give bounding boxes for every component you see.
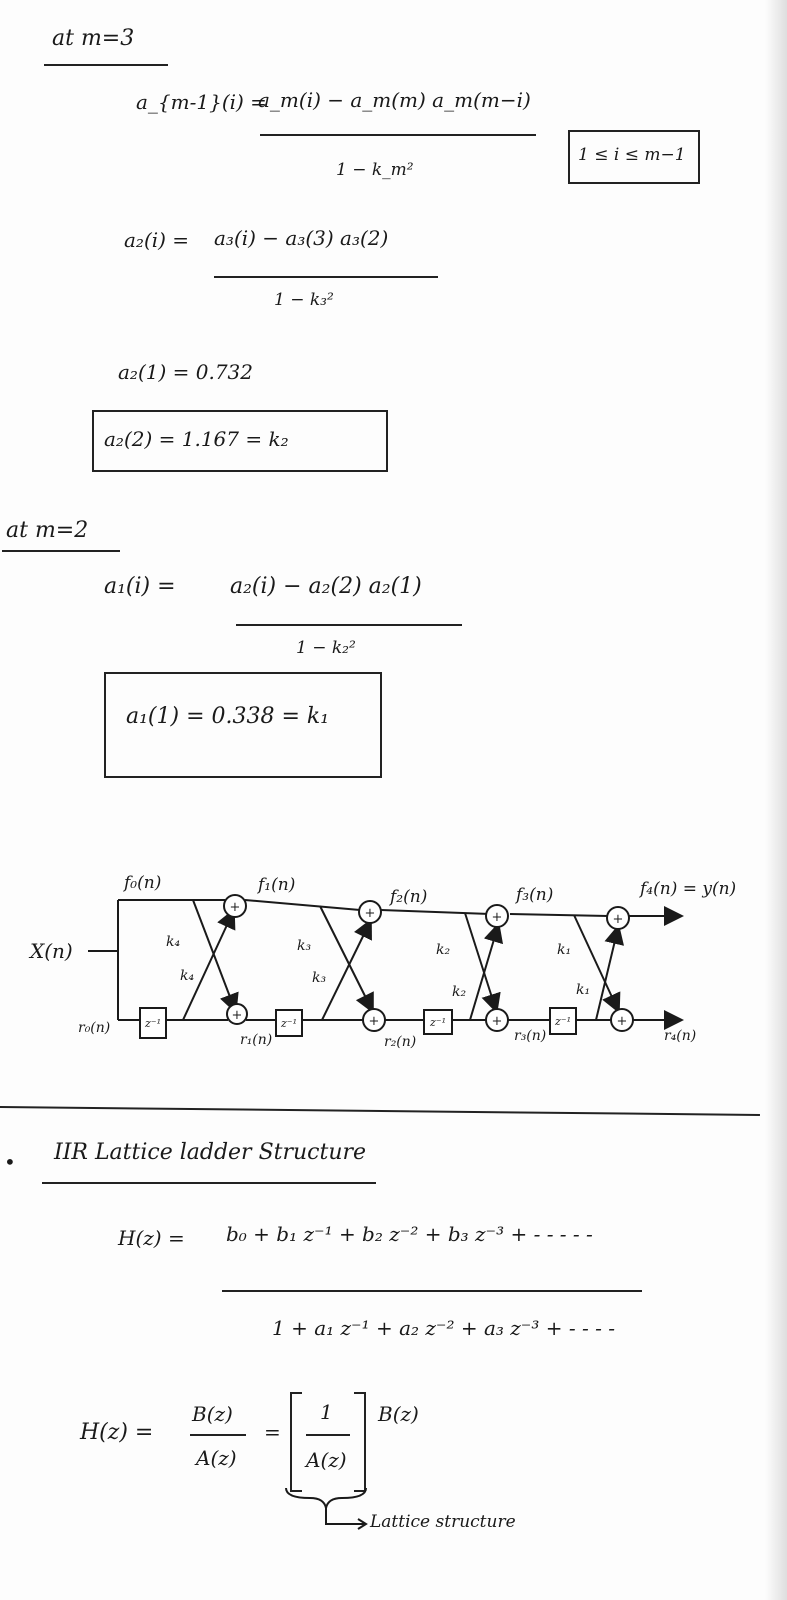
svg-text:+: + bbox=[365, 906, 376, 921]
svg-text:r₀(n): r₀(n) bbox=[78, 1020, 110, 1036]
brace-arrow bbox=[285, 1487, 368, 1530]
fraction-bar bbox=[306, 1434, 350, 1436]
hz2-lhs: H(z) = bbox=[80, 1420, 154, 1445]
svg-text:r₂(n): r₂(n) bbox=[384, 1034, 416, 1050]
bracket-after: B(z) bbox=[378, 1402, 419, 1426]
result-a2-2: a₂(2) = 1.167 = k₂ bbox=[104, 427, 289, 451]
hz2-numerator: B(z) bbox=[192, 1402, 233, 1426]
fraction-bar bbox=[214, 276, 438, 278]
svg-text:f₂(n): f₂(n) bbox=[388, 887, 427, 907]
general-denominator: 1 − k_m² bbox=[336, 160, 414, 180]
fraction-bar bbox=[236, 624, 462, 626]
result-a1: a₁(1) = 0.338 = k₁ bbox=[126, 704, 330, 729]
svg-text:k₁: k₁ bbox=[576, 982, 590, 998]
svg-text:k₂: k₂ bbox=[452, 984, 466, 1000]
svg-text:r₁(n): r₁(n) bbox=[240, 1032, 272, 1048]
result-a2-1: a₂(1) = 0.732 bbox=[118, 360, 253, 384]
general-numerator: a_m(i) − a_m(m) a_m(m−i) bbox=[258, 88, 531, 112]
fraction-bar bbox=[190, 1434, 246, 1436]
general-lhs: a_{m-1}(i) = bbox=[136, 90, 267, 114]
m2-lhs: a₁(i) = bbox=[104, 574, 176, 599]
m2-denominator: 1 − k₂² bbox=[296, 638, 356, 658]
svg-text:z⁻¹: z⁻¹ bbox=[554, 1015, 571, 1028]
svg-text:f₁(n): f₁(n) bbox=[256, 875, 295, 895]
section-divider bbox=[0, 1106, 760, 1116]
svg-text:k₄: k₄ bbox=[166, 934, 180, 950]
svg-text:+: + bbox=[230, 900, 241, 915]
svg-text:+: + bbox=[617, 1014, 628, 1029]
svg-text:k₁: k₁ bbox=[557, 942, 571, 958]
range-text: 1 ≤ i ≤ m−1 bbox=[578, 145, 686, 165]
svg-text:+: + bbox=[369, 1014, 380, 1029]
m2-numerator: a₂(i) − a₂(2) a₂(1) bbox=[230, 574, 422, 599]
heading-underline bbox=[42, 1182, 376, 1184]
svg-text:+: + bbox=[232, 1008, 243, 1023]
svg-text:k₃: k₃ bbox=[312, 970, 326, 986]
svg-text:k₂: k₂ bbox=[436, 942, 450, 958]
result-a2-2-box: a₂(2) = 1.167 = k₂ bbox=[92, 410, 388, 472]
equals-sign: = bbox=[264, 1420, 281, 1444]
svg-text:k₄: k₄ bbox=[180, 968, 194, 984]
specific-lhs: a₂(i) = bbox=[124, 228, 190, 252]
range-box: 1 ≤ i ≤ m−1 bbox=[568, 130, 700, 184]
hz-denominator: 1 + a₁ z⁻¹ + a₂ z⁻² + a₃ z⁻³ + - - - - bbox=[272, 1316, 615, 1340]
svg-text:+: + bbox=[492, 1014, 503, 1029]
bracket-denominator: A(z) bbox=[306, 1448, 347, 1472]
hz2-denominator: A(z) bbox=[196, 1446, 237, 1470]
hz-numerator: b₀ + b₁ z⁻¹ + b₂ z⁻² + b₃ z⁻³ + - - - - … bbox=[226, 1222, 593, 1246]
heading-underline bbox=[2, 550, 120, 552]
svg-text:z⁻¹: z⁻¹ bbox=[280, 1017, 297, 1030]
svg-text:z⁻¹: z⁻¹ bbox=[144, 1017, 161, 1030]
svg-text:f₀(n): f₀(n) bbox=[122, 873, 161, 893]
hz-lhs: H(z) = bbox=[118, 1226, 185, 1250]
svg-text:f₄(n) = y(n): f₄(n) = y(n) bbox=[638, 879, 736, 899]
bracket-numerator: 1 bbox=[320, 1400, 333, 1424]
bracket bbox=[290, 1392, 366, 1492]
bullet: • bbox=[4, 1150, 16, 1174]
lattice-annotation: Lattice structure bbox=[370, 1512, 516, 1532]
heading-m2: at m=2 bbox=[6, 518, 89, 543]
iir-heading: IIR Lattice ladder Structure bbox=[54, 1140, 367, 1165]
svg-text:+: + bbox=[492, 910, 503, 925]
fraction-bar bbox=[222, 1290, 642, 1292]
svg-text:r₃(n): r₃(n) bbox=[514, 1028, 546, 1044]
svg-text:r₄(n): r₄(n) bbox=[664, 1028, 696, 1044]
fraction-bar bbox=[260, 134, 536, 136]
page-edge-shadow bbox=[765, 0, 787, 1600]
svg-text:X(n): X(n) bbox=[28, 939, 73, 963]
specific-numerator: a₃(i) − a₃(3) a₃(2) bbox=[214, 226, 389, 250]
heading-underline bbox=[44, 64, 168, 66]
specific-denominator: 1 − k₃² bbox=[274, 290, 334, 310]
svg-text:k₃: k₃ bbox=[297, 938, 311, 954]
svg-text:+: + bbox=[613, 912, 624, 927]
svg-text:z⁻¹: z⁻¹ bbox=[429, 1016, 446, 1029]
svg-text:f₃(n): f₃(n) bbox=[514, 885, 553, 905]
heading-m3: at m=3 bbox=[52, 26, 135, 51]
result-a1-box: a₁(1) = 0.338 = k₁ bbox=[104, 672, 382, 778]
